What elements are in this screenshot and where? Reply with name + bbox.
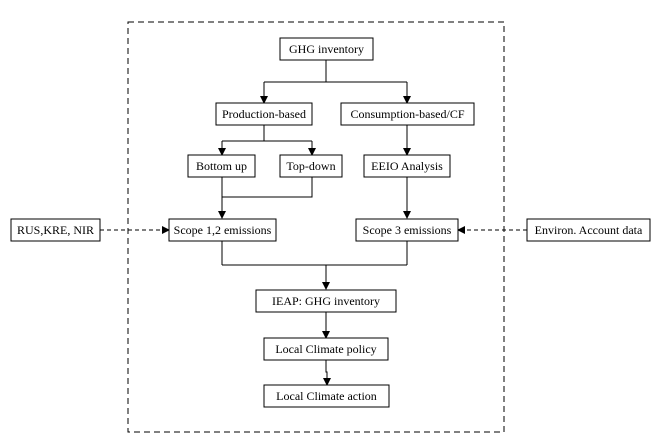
node-bottom-up: Bottom up (187, 154, 256, 178)
node-external-sources: RUS,KRE, NIR (10, 218, 101, 242)
svg-text:Local Climate action: Local Climate action (276, 389, 377, 403)
connectors (100, 60, 527, 386)
node-scope12-emissions: Scope 1,2 emissions (168, 218, 277, 242)
svg-text:Production-based: Production-based (222, 107, 306, 121)
svg-text:Scope 3 emissions: Scope 3 emissions (363, 223, 452, 237)
node-consumption-based: Consumption-based/CF (340, 102, 475, 126)
node-production-based: Production-based (215, 102, 313, 126)
svg-text:Local Climate policy: Local Climate policy (275, 342, 376, 356)
svg-text:EEIO Analysis: EEIO Analysis (371, 159, 443, 173)
svg-text:Top-down: Top-down (286, 159, 335, 173)
svg-text:Scope 1,2 emissions: Scope 1,2 emissions (174, 223, 272, 237)
node-eeio-analysis: EEIO Analysis (363, 154, 451, 178)
svg-text:Bottom up: Bottom up (196, 159, 247, 173)
svg-text:RUS,KRE, NIR: RUS,KRE, NIR (17, 223, 94, 237)
svg-text:IEAP: GHG inventory: IEAP: GHG inventory (272, 294, 380, 308)
node-ghg-inventory: GHG inventory (279, 37, 374, 61)
node-scope3-emissions: Scope 3 emissions (355, 218, 459, 242)
svg-text:Environ. Account data: Environ. Account data (535, 223, 643, 237)
system-boundary (127, 21, 505, 433)
node-ieap-ghg-inventory: IEAP: GHG inventory (255, 289, 397, 313)
svg-text:Consumption-based/CF: Consumption-based/CF (350, 107, 464, 121)
node-local-climate-policy: Local Climate policy (263, 337, 389, 361)
svg-text:GHG inventory: GHG inventory (289, 42, 364, 56)
node-top-down: Top-down (279, 154, 343, 178)
node-local-climate-action: Local Climate action (263, 384, 390, 408)
node-environ-account-data: Environ. Account data (526, 218, 651, 242)
